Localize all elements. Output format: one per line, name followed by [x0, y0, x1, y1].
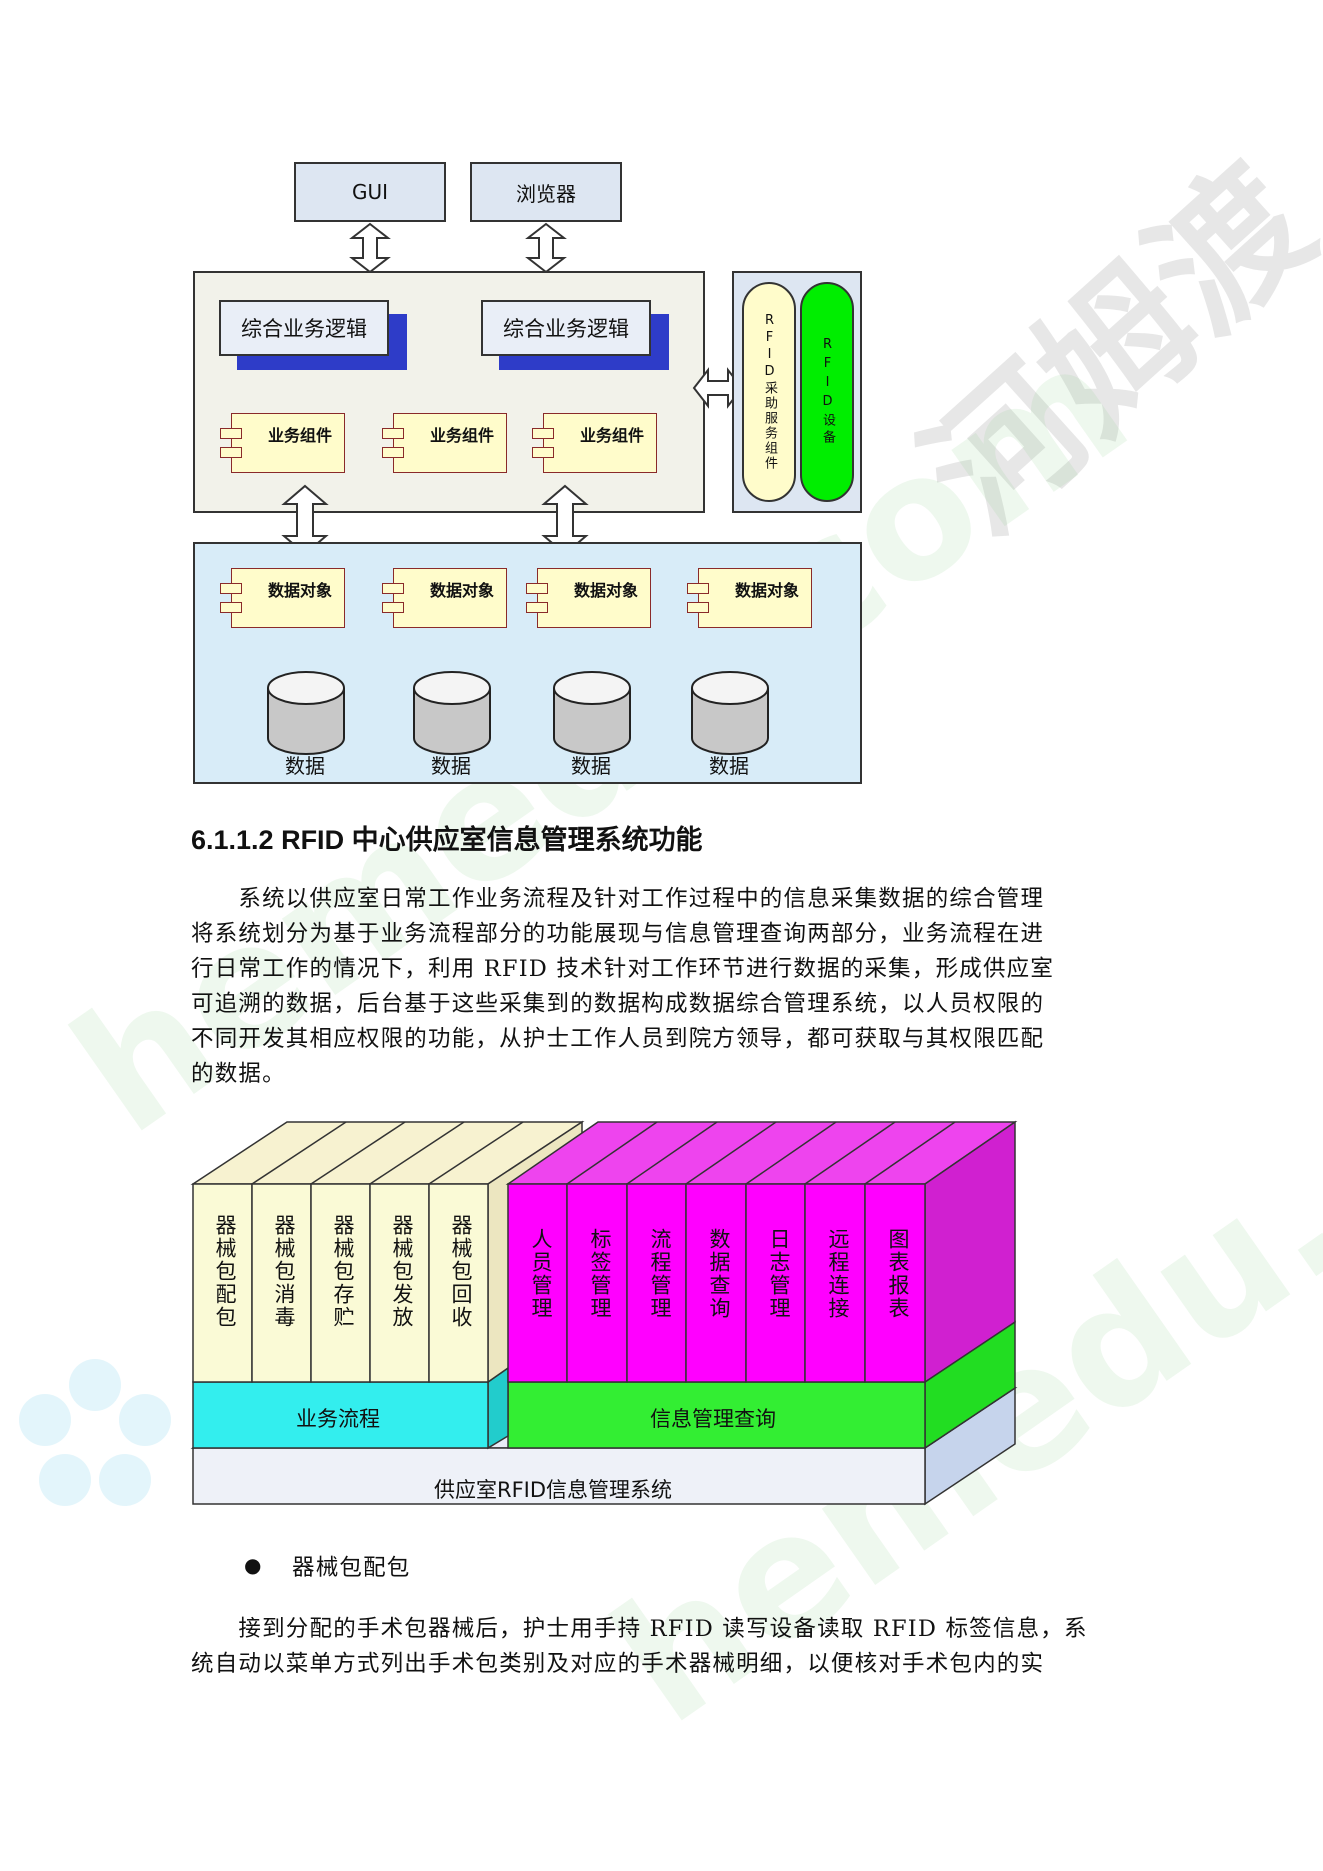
business-component-label: 业务组件: [430, 426, 495, 445]
info-column-label: 标签管理: [588, 1228, 612, 1320]
data-object: 数据对象: [526, 568, 651, 628]
paragraph-line: 行日常工作的情况下，利用 RFID 技术针对工作环节进行数据的采集，形成供应室: [191, 956, 1055, 982]
rfid-device-pill: RFID设备: [800, 282, 854, 502]
business-component: 业务组件: [220, 413, 345, 473]
logic-box: 综合业务逻辑: [219, 300, 389, 356]
data-object: 数据对象: [687, 568, 812, 628]
business-column-label: 器械包回收: [449, 1214, 473, 1329]
watermark-hemudu: 河姆渡: [893, 134, 1323, 566]
business-component-label: 业务组件: [580, 426, 645, 445]
business-component: 业务组件: [382, 413, 507, 473]
business-column-label: 器械包配包: [213, 1214, 237, 1329]
database-label: 数据: [571, 754, 611, 778]
database-icon: [413, 671, 491, 755]
database-label: 数据: [709, 754, 749, 778]
section-heading: 6.1.1.2 RFID 中心供应室信息管理系统功能: [191, 825, 703, 855]
info-query-label: 信息管理查询: [650, 1407, 776, 1431]
business-column-label: 器械包存贮: [331, 1214, 355, 1329]
data-object: 数据对象: [220, 568, 345, 628]
paragraph-line: 将系统划分为基于业务流程部分的功能展现与信息管理查询两部分，业务流程在进: [191, 921, 1045, 947]
paragraph-line: 可追溯的数据，后台基于这些采集到的数据构成数据综合管理系统，以人员权限的: [191, 991, 1045, 1017]
rfid-service-pill: RFID采助服务组件: [742, 282, 796, 502]
paragraph-line: 的数据。: [191, 1061, 286, 1087]
business-component-label: 业务组件: [268, 426, 333, 445]
double-arrow-icon: [349, 222, 391, 274]
gui-box: GUI: [294, 162, 446, 222]
info-column-label: 日志管理: [767, 1228, 791, 1320]
intro-paragraph: 系统以供应室日常工作业务流程及针对工作过程中的信息采集数据的综合管理 将系统划分…: [191, 882, 1151, 1092]
database-label: 数据: [285, 754, 325, 778]
rfid-service-label: RFID采助服务组件: [762, 313, 777, 471]
data-object-label: 数据对象: [574, 581, 639, 600]
info-column-label: 图表报表: [886, 1228, 910, 1320]
paragraph-line: 接到分配的手术包器械后，护士用手持 RFID 读写设备读取 RFID 标签信息，…: [191, 1616, 1088, 1642]
database-icon: [691, 671, 769, 755]
business-column-label: 器械包消毒: [272, 1214, 296, 1329]
business-component: 业务组件: [532, 413, 657, 473]
info-column-label: 远程连接: [826, 1228, 850, 1320]
browser-box: 浏览器: [470, 162, 622, 222]
paragraph-line: 统自动以菜单方式列出手术包类别及对应的手术器械明细，以便核对手术包内的实: [191, 1651, 1045, 1677]
info-column-label: 人员管理: [529, 1228, 553, 1320]
rfid-device-label: RFID设备: [820, 337, 835, 447]
data-object-label: 数据对象: [268, 581, 333, 600]
bullet-label: 器械包配包: [292, 1555, 411, 1581]
business-column-label: 器械包发放: [390, 1214, 414, 1329]
business-process-label: 业务流程: [296, 1407, 380, 1431]
logic-box: 综合业务逻辑: [481, 300, 651, 356]
paragraph-line: 不同开发其相应权限的功能，从护士工作人员到院方领导，都可获取与其权限匹配: [191, 1026, 1045, 1052]
watermark-flower-icon: [19, 1359, 171, 1506]
function-blocks-drawing: [190, 1120, 1018, 1506]
data-object: 数据对象: [382, 568, 507, 628]
system-label: 供应室RFID信息管理系统: [434, 1478, 673, 1502]
paragraph-line: 系统以供应室日常工作业务流程及针对工作过程中的信息采集数据的综合管理: [191, 886, 1045, 912]
data-object-label: 数据对象: [430, 581, 495, 600]
bullet-icon: ●: [244, 1553, 262, 1577]
info-column-label: 流程管理: [648, 1228, 672, 1320]
info-column-label: 数据查询: [707, 1228, 731, 1320]
closing-paragraph: 接到分配的手术包器械后，护士用手持 RFID 读写设备读取 RFID 标签信息，…: [191, 1612, 1151, 1682]
double-arrow-icon: [525, 222, 567, 274]
database-label: 数据: [431, 754, 471, 778]
database-icon: [267, 671, 345, 755]
data-object-label: 数据对象: [735, 581, 800, 600]
database-icon: [553, 671, 631, 755]
